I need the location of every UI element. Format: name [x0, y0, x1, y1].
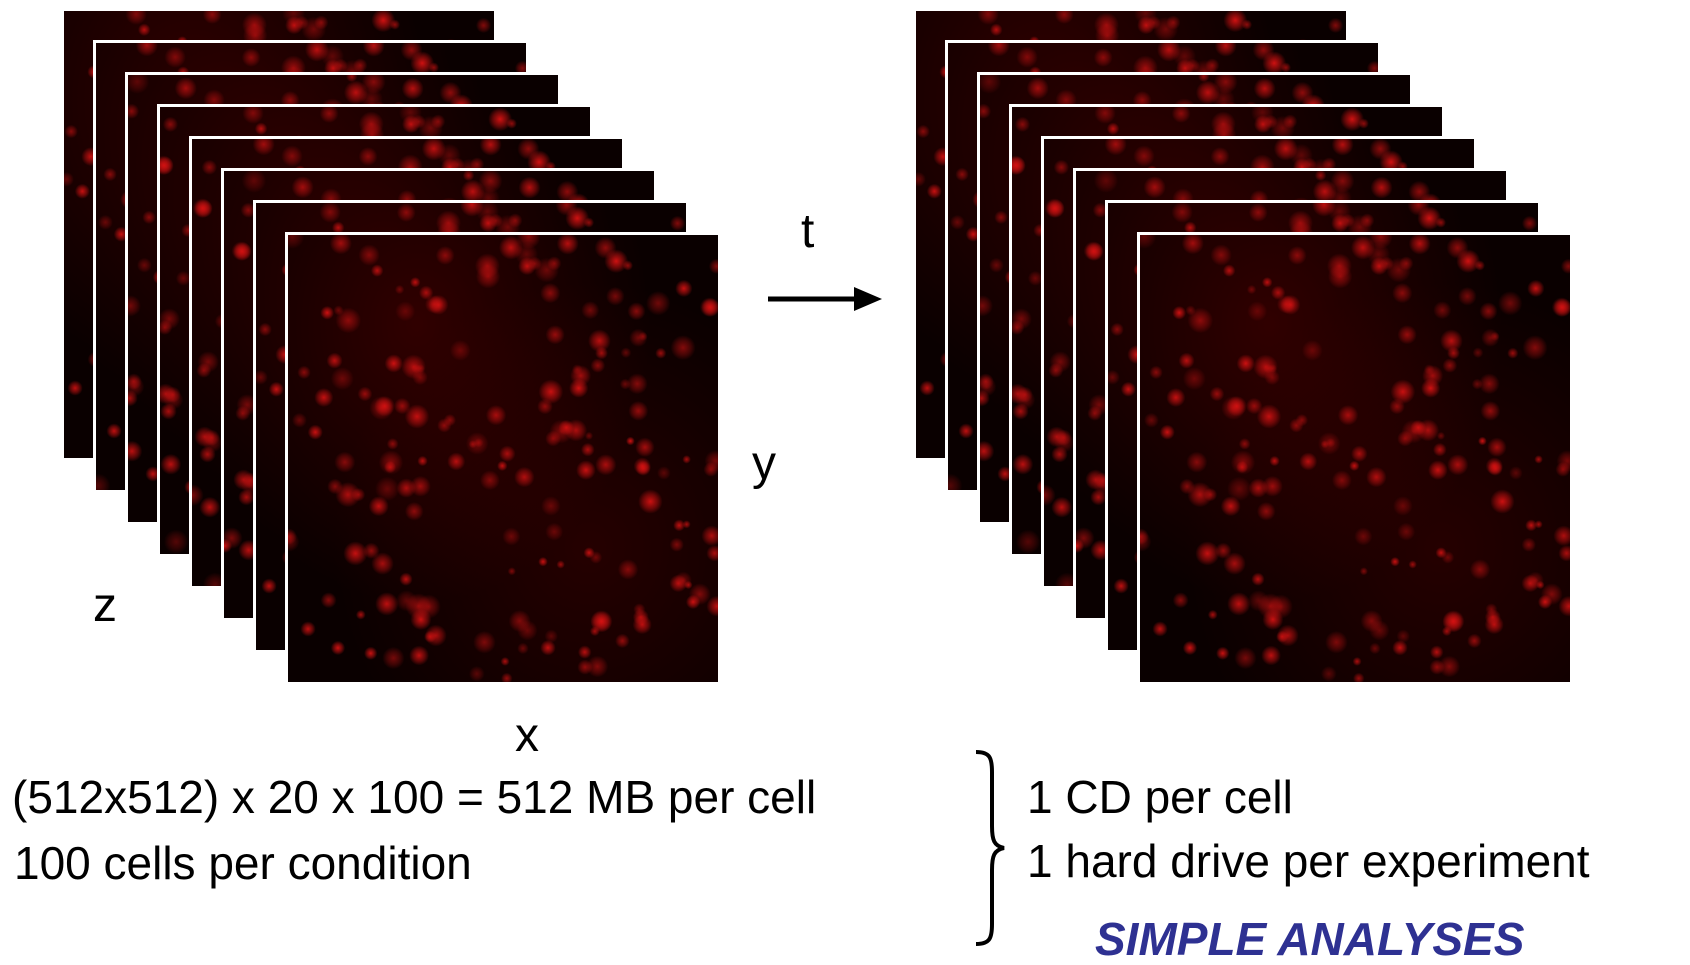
axis-label-z: z — [93, 579, 117, 632]
cells-per-condition-text: 100 cells per condition — [14, 837, 472, 889]
calculation-text: (512x512) x 20 x 100 = 512 MB per cell — [12, 771, 817, 823]
microscopy-slice — [1137, 232, 1570, 682]
axis-label-t: t — [801, 205, 815, 258]
microscopy-slice — [285, 232, 718, 682]
right-curly-brace-icon — [975, 750, 1005, 946]
right-arrow-icon — [768, 287, 882, 311]
storage-per-experiment-text: 1 hard drive per experiment — [1027, 835, 1590, 887]
conclusion-text: SIMPLE ANALYSES — [1095, 913, 1525, 965]
storage-per-cell-text: 1 CD per cell — [1027, 771, 1293, 823]
axis-label-x: x — [515, 709, 539, 762]
axis-label-y: y — [752, 437, 776, 490]
